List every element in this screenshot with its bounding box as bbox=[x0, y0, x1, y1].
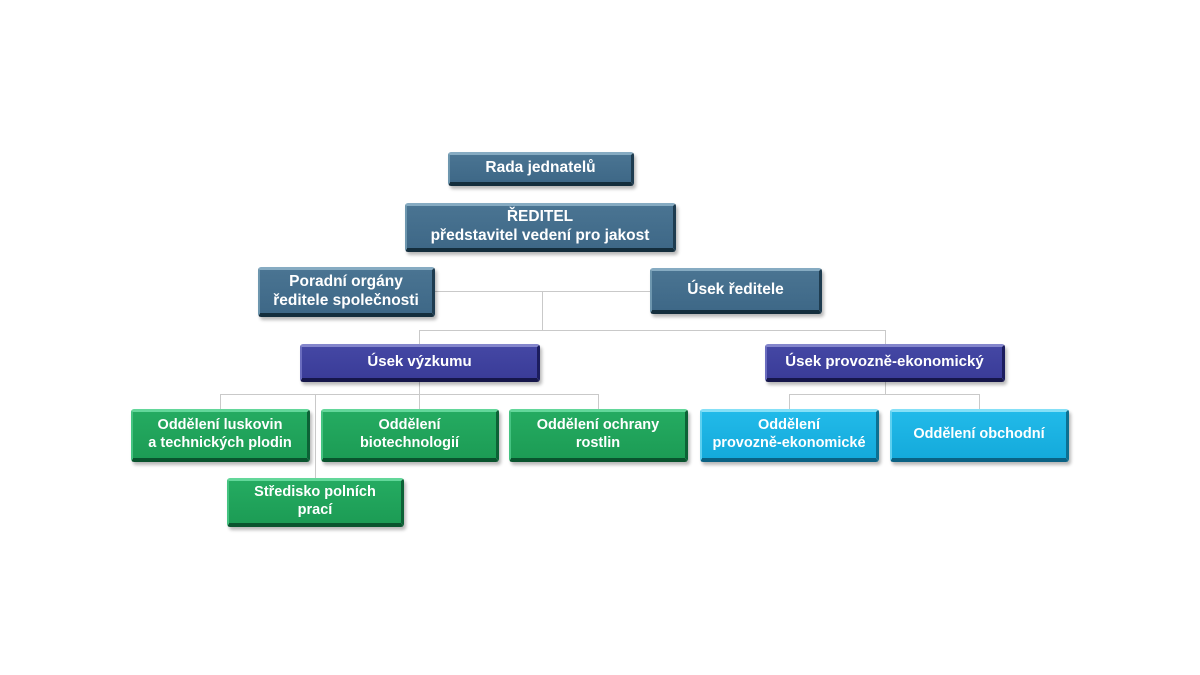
connector-line bbox=[419, 381, 420, 394]
connector-line bbox=[979, 394, 980, 409]
node-label-line: Oddělení bbox=[757, 417, 821, 434]
node-label-line: prací bbox=[297, 502, 333, 518]
connector-line bbox=[220, 394, 598, 395]
node-label-line: a technických plodin bbox=[148, 435, 292, 451]
node-label-line: Poradní orgány bbox=[289, 272, 403, 290]
node-label-line: Oddělení ochrany bbox=[536, 417, 660, 434]
connector-line bbox=[789, 394, 790, 409]
connector-line bbox=[885, 381, 886, 394]
org-node-stredisko-polnich-praci: Středisko polních prací bbox=[227, 478, 404, 527]
node-label-line: ředitele společnosti bbox=[273, 291, 419, 309]
org-node-oddeleni-obchodni: Oddělení obchodní bbox=[890, 409, 1069, 462]
org-node-poradni-organy: Poradní orgány ředitele společnosti bbox=[258, 267, 435, 317]
node-label-line: biotechnologií bbox=[359, 435, 460, 451]
connector-line bbox=[885, 330, 886, 344]
node-label-line: Oddělení luskovin bbox=[157, 417, 283, 434]
org-node-oddeleni-provozne-ekonomicke: Oddělení provozně-ekonomické bbox=[700, 409, 879, 462]
node-label-line: Oddělení obchodní bbox=[913, 426, 1045, 443]
node-label-line: Úsek provozně-ekonomický bbox=[785, 353, 984, 371]
org-node-usek-reditele: Úsek ředitele bbox=[650, 268, 822, 314]
connector-line bbox=[419, 394, 420, 409]
node-label-line: Úsek ředitele bbox=[687, 281, 784, 299]
connector-line bbox=[220, 394, 221, 409]
node-label-line: Rada jednatelů bbox=[485, 159, 596, 177]
connector-line bbox=[542, 291, 543, 330]
connector-line bbox=[419, 330, 885, 331]
node-label-line: Úsek výzkumu bbox=[367, 353, 472, 371]
org-node-oddeleni-biotechnologii: Oddělení biotechnologií bbox=[321, 409, 499, 462]
org-node-usek-vyzkumu: Úsek výzkumu bbox=[300, 344, 540, 382]
node-label-line: představitel vedení pro jakost bbox=[430, 227, 650, 244]
node-label-line: Středisko polních bbox=[254, 484, 376, 501]
connector-line bbox=[419, 330, 420, 344]
org-node-oddeleni-luskovin: Oddělení luskovin a technických plodin bbox=[131, 409, 310, 462]
connector-line bbox=[598, 394, 599, 409]
node-label-line: rostlin bbox=[575, 435, 621, 451]
org-node-reditel: ŘEDITEL představitel vedení pro jakost bbox=[405, 203, 676, 252]
org-node-rada-jednatelu: Rada jednatelů bbox=[448, 152, 634, 186]
node-label-line: ŘEDITEL bbox=[506, 208, 574, 226]
org-node-oddeleni-ochrany-rostlin: Oddělení ochrany rostlin bbox=[509, 409, 688, 462]
node-label-line: Oddělení bbox=[378, 417, 441, 434]
org-node-usek-provozne-ekonomicky: Úsek provozně-ekonomický bbox=[765, 344, 1005, 382]
node-label-line: provozně-ekonomické bbox=[712, 435, 866, 451]
connector-line bbox=[315, 394, 316, 478]
connector-line bbox=[789, 394, 979, 395]
